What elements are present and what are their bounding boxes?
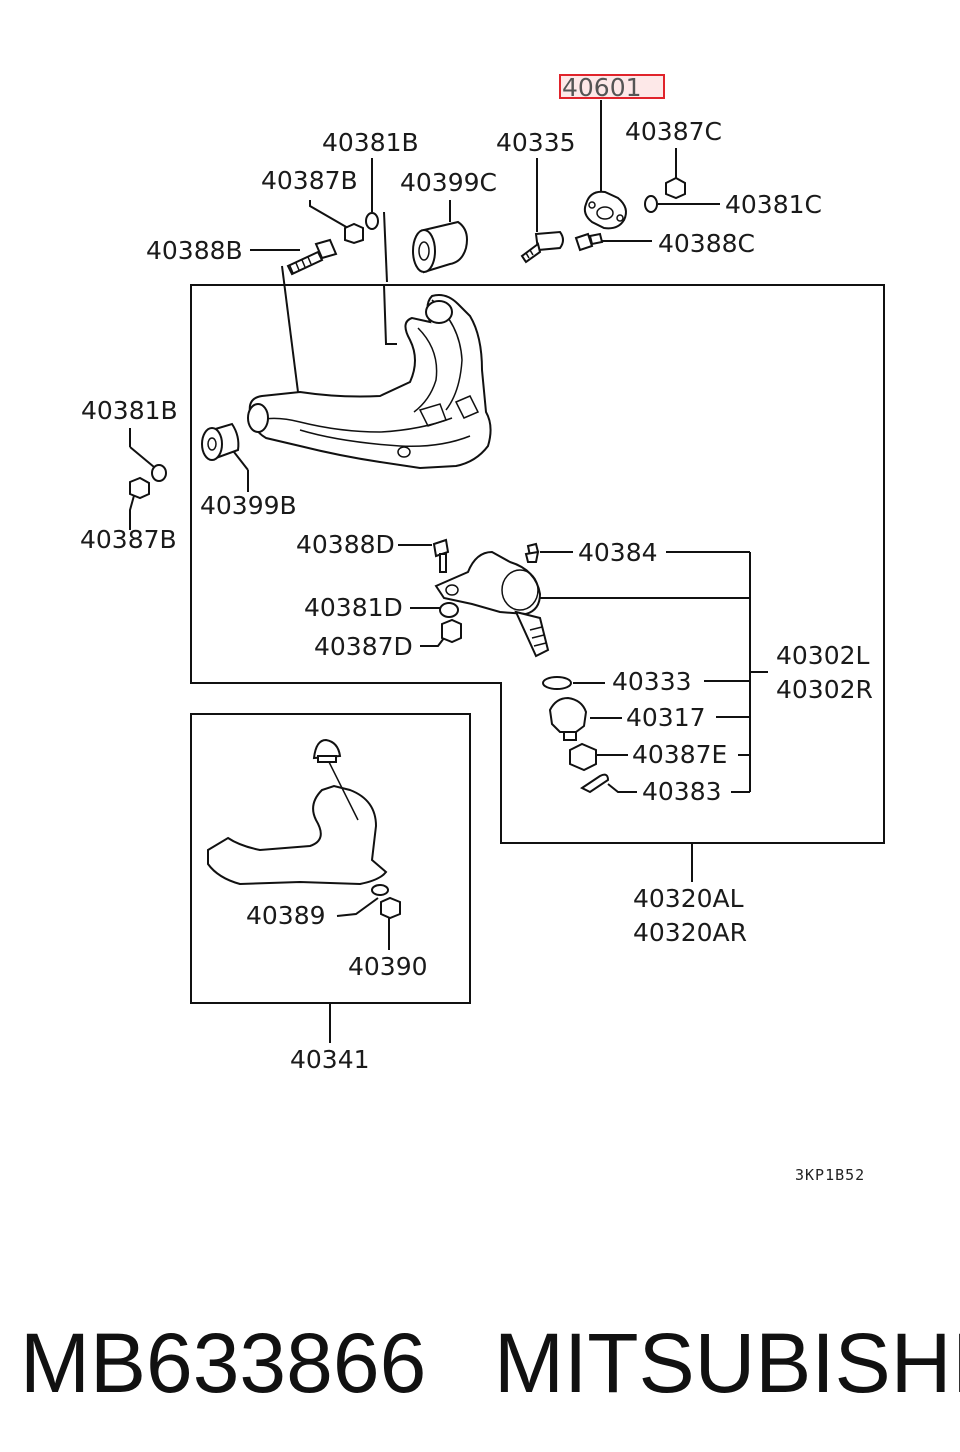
part-40388C-bolt xyxy=(574,232,604,252)
label-40381D: 40381D xyxy=(304,593,403,622)
label-40302R: 40302R xyxy=(776,675,873,704)
part-40387E-nut xyxy=(569,742,597,772)
part-40387D-nut xyxy=(441,618,462,644)
part-40335-bolt xyxy=(520,230,564,264)
label-40601[interactable]: 40601 xyxy=(562,73,642,102)
part-40381D-washer xyxy=(439,602,459,618)
footer-brand: MITSUBISHI xyxy=(494,1316,960,1410)
label-40320AL: 40320AL xyxy=(633,884,744,913)
label-40333: 40333 xyxy=(612,667,692,696)
part-40384-fitting xyxy=(524,542,540,563)
leader-lines xyxy=(129,100,768,1043)
label-40302L: 40302L xyxy=(776,641,870,670)
upper-arm-drawing xyxy=(247,294,492,470)
label-40399B: 40399B xyxy=(200,491,297,520)
part-40387C-nut xyxy=(665,176,686,200)
part-40389-washer xyxy=(371,884,389,896)
part-40388B-bolt xyxy=(286,238,338,276)
label-40388B: 40388B xyxy=(146,236,243,265)
label-40387B-left: 40387B xyxy=(80,525,177,554)
label-40341: 40341 xyxy=(290,1045,370,1074)
part-40381C-washer xyxy=(644,195,658,213)
label-40381B-left: 40381B xyxy=(81,396,178,425)
part-40381B-washer-top xyxy=(365,212,379,230)
label-40320AR: 40320AR xyxy=(633,918,747,947)
label-40381C: 40381C xyxy=(725,190,822,219)
part-40387B-nut-left xyxy=(129,476,150,500)
label-40387E: 40387E xyxy=(632,740,727,769)
part-40381B-washer-left xyxy=(151,464,167,482)
label-40390: 40390 xyxy=(348,952,428,981)
part-40390-nut xyxy=(380,896,401,920)
part-40387B-nut-top xyxy=(344,222,364,245)
label-40399C: 40399C xyxy=(400,168,497,197)
part-40383-cotter-pin xyxy=(580,773,610,794)
label-40317: 40317 xyxy=(626,703,706,732)
footer-part-number: MB633866 xyxy=(20,1316,426,1410)
part-40341-cover xyxy=(207,738,388,886)
label-40383: 40383 xyxy=(642,777,722,806)
part-40388D-bolt xyxy=(432,538,450,573)
highlight-box[interactable] xyxy=(559,74,665,99)
label-40387D: 40387D xyxy=(314,632,413,661)
part-40601-plate xyxy=(583,190,627,230)
label-40384: 40384 xyxy=(578,538,658,567)
label-40381B-top: 40381B xyxy=(322,128,419,157)
label-40387C: 40387C xyxy=(625,117,722,146)
label-40388C: 40388C xyxy=(658,229,755,258)
label-40389: 40389 xyxy=(246,901,326,930)
drawing-code: 3KP1B52 xyxy=(795,1166,865,1184)
assembly-frame xyxy=(190,284,885,844)
part-40399B-bushing xyxy=(201,422,240,461)
part-40399C-bushing xyxy=(412,220,468,274)
part-40333-ring xyxy=(542,676,572,690)
part-40302-ball-joint xyxy=(434,550,550,658)
part-40317-boot xyxy=(548,696,588,741)
label-40388D: 40388D xyxy=(296,530,395,559)
label-40387B-top: 40387B xyxy=(261,166,358,195)
label-40335: 40335 xyxy=(496,128,576,157)
